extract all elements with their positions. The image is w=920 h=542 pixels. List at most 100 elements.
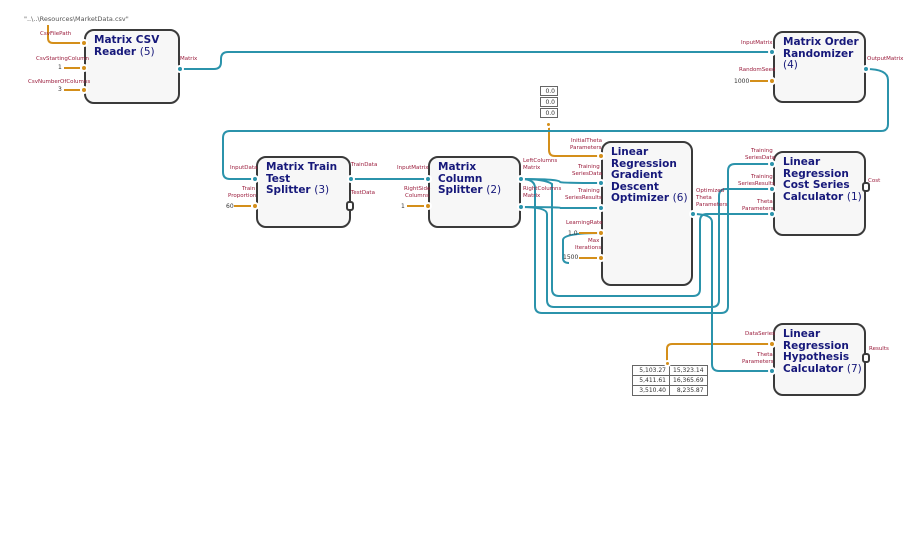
port-cost-output[interactable] <box>862 182 870 192</box>
data-series-table[interactable]: 5,103.27 15,323.14 5,411.61 16,365.69 3,… <box>632 365 708 396</box>
port-results-output[interactable] <box>862 353 870 363</box>
label-csv-starting-column: CsvStartingColumn <box>36 56 89 62</box>
port-data-series[interactable] <box>768 340 776 348</box>
port-matrix-out[interactable] <box>176 65 184 73</box>
port-training-series-data[interactable] <box>597 179 605 187</box>
label-data-series: DataSeries <box>745 331 776 337</box>
initial-theta-values[interactable]: 0.0 0.0 0.0 <box>540 86 558 119</box>
label-train: Train <box>242 186 256 192</box>
title-line: Cost Series <box>783 179 850 191</box>
label-csv-number-of-columns: CsvNumberOfColumns <box>28 79 91 85</box>
node-number: (4) <box>783 59 798 71</box>
train-proportion-value[interactable]: 60 <box>226 203 234 210</box>
label-test-data: TestData <box>351 190 375 196</box>
theta-value[interactable]: 0.0 <box>540 86 558 96</box>
starting-column-value[interactable]: 1 <box>58 64 62 71</box>
wire-dataseries <box>666 343 772 365</box>
matrix-column-splitter-node[interactable]: Matrix Column Splitter (2) <box>428 156 521 228</box>
port-output-matrix[interactable] <box>862 65 870 73</box>
label-training: Training <box>751 174 773 180</box>
title-line: Matrix Train Test <box>266 161 338 185</box>
table-cell: 5,411.61 <box>632 375 670 386</box>
learning-rate-value[interactable]: 1.0 <box>568 230 578 237</box>
wire-theta-to-hyp <box>692 213 773 372</box>
theta-value[interactable]: 0.0 <box>540 97 558 107</box>
label-optimized: Optimized <box>696 188 725 194</box>
label-matrix-output: Matrix <box>180 56 198 62</box>
number-of-columns-value[interactable]: 3 <box>58 86 62 93</box>
label-input-data: InputData <box>230 165 258 171</box>
port-random-seed[interactable] <box>768 77 776 85</box>
port-test-data[interactable] <box>346 201 354 211</box>
port-initial-theta[interactable] <box>597 152 605 160</box>
theta-values-output-port[interactable] <box>545 121 552 128</box>
title-line: Calculator <box>783 190 844 203</box>
port-input-data[interactable] <box>251 175 259 183</box>
title-line: Linear Regression <box>783 156 849 180</box>
label-series-data: SeriesData <box>745 155 776 161</box>
port-training-series-results[interactable] <box>597 204 605 212</box>
label-parameters: Parameters <box>742 206 774 212</box>
theta-value[interactable]: 0.0 <box>540 108 558 118</box>
port-max-iterations[interactable] <box>597 254 605 262</box>
label-theta: Theta <box>757 352 773 358</box>
label-results: Results <box>869 346 889 352</box>
cost-series-calculator-node[interactable]: Linear Regression Cost Series Calculator… <box>773 151 866 236</box>
wire-left-to-cost <box>520 163 773 314</box>
port-csv-number-of-columns[interactable] <box>80 86 88 94</box>
port-optimized-theta[interactable] <box>689 210 697 218</box>
node-number: (7) <box>846 362 862 375</box>
table-cell: 15,323.14 <box>669 365 708 376</box>
label-cost: Cost <box>868 178 881 184</box>
table-cell: 5,103.27 <box>632 365 670 376</box>
port-train-proportion[interactable] <box>251 202 259 210</box>
node-number: (3) <box>314 184 330 196</box>
table-output-port[interactable] <box>664 360 671 367</box>
port-learning-rate[interactable] <box>597 229 605 237</box>
gradient-descent-optimizer-node[interactable]: Linear Regression Gradient Descent Optim… <box>601 141 693 286</box>
right-side-columns-value[interactable]: 1 <box>401 203 405 210</box>
label-columns: Columns <box>405 193 429 199</box>
label-training: Training <box>578 164 600 170</box>
label-series-results: SeriesResults <box>565 195 602 201</box>
port-theta-parameters[interactable] <box>768 210 776 218</box>
node-title: Matrix Column Splitter (2) <box>438 161 519 197</box>
title-line: Reader <box>94 45 137 58</box>
max-iterations-value[interactable]: 1500 <box>563 254 579 261</box>
label-training: Training <box>578 188 600 194</box>
node-title: Matrix Order Randomizer (4) <box>783 36 864 72</box>
node-title: Matrix CSV Reader (5) <box>94 34 159 58</box>
node-title: Matrix Train Test Splitter (3) <box>266 161 349 197</box>
title-line: Gradient Descent <box>611 169 663 193</box>
label-matrix: Matrix <box>523 165 541 171</box>
port-training-series-results[interactable] <box>768 185 776 193</box>
node-number: (2) <box>486 184 502 196</box>
title-line: Matrix Order <box>783 36 859 48</box>
wire-theta-initial <box>548 124 601 157</box>
port-right-columns-matrix[interactable] <box>517 203 525 211</box>
port-csv-file-path[interactable] <box>80 39 88 47</box>
title-line: Matrix Column <box>438 161 483 185</box>
port-right-side-columns[interactable] <box>424 202 432 210</box>
label-parameters: Parameters <box>696 202 728 208</box>
port-theta-parameters[interactable] <box>768 367 776 375</box>
label-parameters: Parameters <box>570 145 602 151</box>
port-csv-starting-column[interactable] <box>80 64 88 72</box>
label-theta: Theta <box>757 199 773 205</box>
label-max: Max <box>588 238 600 244</box>
port-train-data[interactable] <box>347 175 355 183</box>
random-seed-value[interactable]: 1000 <box>734 78 750 85</box>
hypothesis-calculator-node[interactable]: Linear Regression Hypothesis Calculator … <box>773 323 866 396</box>
port-input-matrix[interactable] <box>768 48 776 56</box>
matrix-order-randomizer-node[interactable]: Matrix Order Randomizer (4) <box>773 31 866 103</box>
csv-file-path-value[interactable]: "..\..\Resources\MarketData.csv" <box>24 15 129 23</box>
node-number: (6) <box>672 192 688 204</box>
matrix-train-test-splitter-node[interactable]: Matrix Train Test Splitter (3) <box>256 156 351 228</box>
table-row: 3,510.40 8,235.87 <box>632 385 708 396</box>
port-training-series-data[interactable] <box>768 160 776 168</box>
port-left-columns-matrix[interactable] <box>517 175 525 183</box>
port-input-matrix[interactable] <box>424 175 432 183</box>
